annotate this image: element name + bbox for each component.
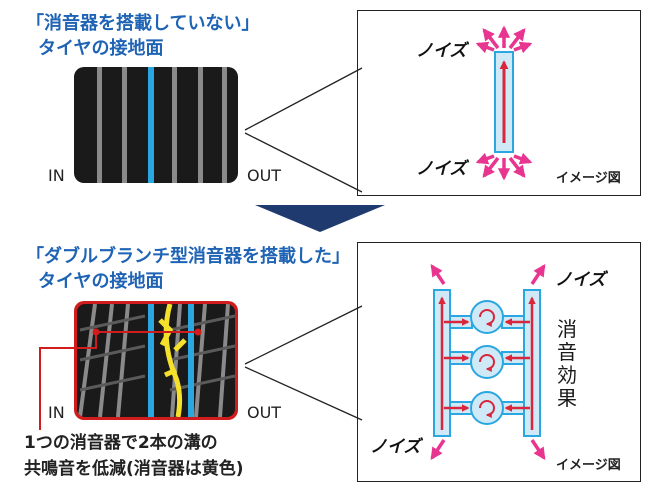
caption-pointer-line: [39, 328, 202, 430]
bottom-in-label: IN: [48, 403, 65, 422]
top-tread-footprint: [74, 67, 238, 183]
effect-char-1: 消: [557, 317, 577, 341]
bottom-out-label: OUT: [247, 403, 282, 422]
top-in-label: IN: [48, 166, 65, 185]
top-noise-label-lower: ノイズ: [416, 159, 467, 179]
bottom-callout-line-lower: [244, 366, 363, 421]
top-image-note: イメージ図: [556, 171, 621, 186]
bottom-callout-line-upper: [244, 305, 363, 365]
effect-char-4: 果: [557, 386, 577, 410]
top-groove-tube: [494, 51, 514, 153]
bottom-heading-line1: 「ダブルブランチ型消音器を搭載した」: [26, 246, 350, 267]
bottom-caption-line1: 1つの消音器で2本の溝の: [24, 433, 218, 453]
bottom-noise-label-upper: ノイズ: [555, 270, 606, 290]
transition-down-arrow: [255, 205, 385, 232]
top-out-label: OUT: [247, 166, 282, 185]
bottom-caption-line2: 共鳴音を低減(消音器は黄色): [24, 459, 244, 479]
bottom-heading-line2: タイヤの接地面: [38, 271, 164, 292]
top-noise-burst-upper: [475, 25, 533, 54]
bottom-noise-burst-lower: [430, 439, 546, 461]
effect-char-3: 効: [557, 363, 577, 387]
double-branch-resonator-diagram: [433, 289, 541, 437]
top-noise-burst-lower: [475, 152, 533, 181]
bottom-noise-label-lower: ノイズ: [370, 437, 421, 457]
bottom-tread-footprint: [74, 301, 238, 420]
top-heading-line2: タイヤの接地面: [38, 38, 164, 59]
sound-absorption-effect-label: 消 音 効 果: [556, 318, 578, 410]
top-callout-line-lower: [244, 132, 363, 193]
bottom-image-note: イメージ図: [556, 458, 621, 473]
effect-char-2: 音: [557, 340, 577, 364]
top-callout-line-upper: [244, 67, 363, 131]
top-noise-label-upper: ノイズ: [416, 41, 467, 61]
bottom-noise-burst-upper: [430, 263, 546, 285]
top-heading-line1: 「消音器を搭載していない」: [26, 13, 260, 34]
